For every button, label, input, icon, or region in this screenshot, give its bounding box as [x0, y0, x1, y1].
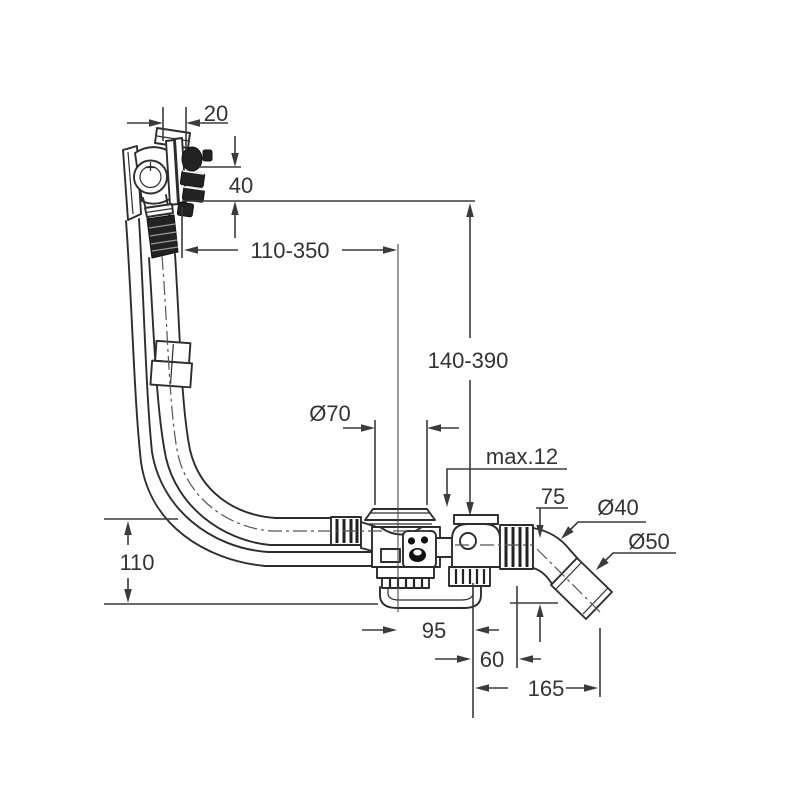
dimension-165	[475, 628, 601, 697]
dim-label-140-390: 140-390	[428, 348, 509, 373]
dim-label-110-350: 110-350	[250, 238, 329, 263]
dim-label-max12: max.12	[486, 444, 558, 469]
dim-label-75: 75	[541, 484, 565, 509]
dim-label-95: 95	[422, 618, 446, 643]
flexible-overflow-hose	[125, 218, 399, 567]
dimension-140-390	[466, 203, 474, 516]
dim-label-dia50: Ø50	[628, 529, 670, 554]
dimension-max12	[443, 468, 567, 507]
dimension-40	[182, 136, 475, 238]
dimension-labels: 20 40 110-350 140-390 Ø70 max.12 75 Ø40 …	[119, 101, 669, 701]
dim-label-40: 40	[229, 173, 253, 198]
dim-label-165: 165	[528, 676, 565, 701]
dimension-dia50-leader	[596, 552, 676, 570]
hose-union	[149, 339, 193, 389]
dimension-dia70	[343, 420, 459, 505]
outlet-elbow-45deg	[532, 527, 613, 620]
dimension-110-350	[181, 207, 397, 258]
dimension-60	[435, 586, 541, 668]
overflow-rotary-unit	[122, 127, 213, 259]
dim-label-dia40: Ø40	[597, 495, 639, 520]
waste-and-trap	[330, 508, 534, 609]
dim-label-20: 20	[204, 101, 228, 126]
dim-label-60: 60	[480, 647, 504, 672]
dim-label-dia70: Ø70	[309, 401, 351, 426]
dimension-95	[362, 583, 499, 718]
centerlines	[161, 244, 602, 614]
dimension-dia40-leader	[561, 521, 646, 539]
dimension-20	[127, 107, 228, 150]
dimension-110	[104, 518, 378, 605]
dim-label-110: 110	[119, 550, 154, 575]
dimension-75	[510, 507, 568, 642]
